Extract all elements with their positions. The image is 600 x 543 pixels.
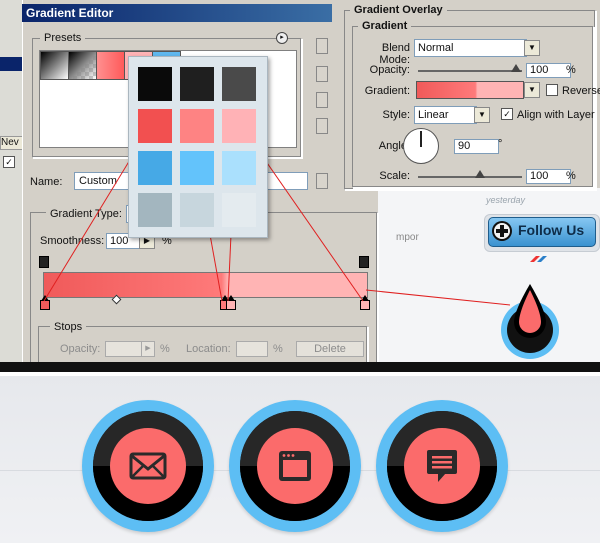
swatch-cell[interactable] — [138, 193, 172, 227]
preset-swatch[interactable] — [40, 51, 69, 80]
presets-menu-button[interactable]: ▸ — [276, 32, 288, 44]
section-divider — [0, 362, 600, 372]
stop-opacity-arrow[interactable]: ▶ — [141, 341, 155, 357]
stop-location-unit: % — [273, 343, 283, 355]
gradient-editor-title: Gradient Editor — [22, 4, 332, 22]
swatch-cell[interactable] — [180, 67, 214, 101]
align-with-layer-checkbox[interactable]: ✓ — [501, 108, 513, 120]
opacity-slider-thumb[interactable] — [511, 64, 521, 72]
opacity-stop-right[interactable] — [359, 256, 369, 268]
mail-icon — [129, 452, 167, 480]
color-stop-right[interactable] — [360, 295, 370, 310]
swatch-cell[interactable] — [180, 109, 214, 143]
stop-opacity-label: Opacity: — [60, 343, 101, 355]
blend-mode-select[interactable]: Normal — [414, 39, 527, 57]
angle-dial-needle — [420, 131, 422, 147]
load-button[interactable] — [316, 92, 328, 108]
background-window-checkbox[interactable]: ✓ — [3, 156, 15, 168]
opacity-stop-left[interactable] — [39, 256, 49, 268]
scale-slider-thumb[interactable] — [475, 170, 485, 178]
gradient-preview[interactable] — [416, 81, 524, 99]
swatch-cell[interactable] — [222, 67, 256, 101]
icon-center — [257, 428, 333, 504]
ok-button[interactable] — [316, 38, 328, 54]
gradient-overlay-title: Gradient Overlay — [350, 4, 447, 16]
gradient-label: Gradient: — [364, 85, 410, 97]
style-dropdown-icon[interactable]: ▼ — [474, 107, 490, 123]
new-button[interactable] — [316, 173, 328, 189]
scale-unit: % — [566, 170, 576, 182]
stops-label: Stops — [50, 321, 87, 333]
preset-swatch[interactable] — [96, 51, 125, 80]
presets-label: Presets — [40, 32, 86, 44]
scale-input[interactable]: 100 — [526, 169, 571, 184]
scale-label: Scale: — [379, 170, 410, 182]
angle-input[interactable]: 90 — [454, 139, 499, 154]
swatch-cell[interactable] — [138, 67, 172, 101]
swatch-cell[interactable] — [222, 151, 256, 185]
opacity-unit: % — [566, 64, 576, 76]
opacity-input[interactable]: 100 — [526, 63, 571, 78]
background-window-selection — [0, 57, 22, 71]
swatch-popup — [128, 56, 268, 238]
mail-icon-button[interactable] — [82, 400, 214, 532]
stop-opacity-unit: % — [160, 343, 170, 355]
delete-stop-button[interactable]: Delete — [296, 341, 364, 357]
reverse-checkbox[interactable] — [546, 84, 558, 96]
opacity-label: Opacity: — [369, 64, 410, 76]
cancel-button[interactable] — [316, 66, 328, 82]
gradient-bar[interactable] — [43, 272, 368, 298]
showcase-top-highlight — [0, 372, 600, 376]
stripe-decoration — [528, 254, 552, 262]
style-label: Style: — [382, 109, 410, 121]
connector-lines — [43, 121, 511, 306]
gradient-subgroup-title: Gradient — [358, 20, 412, 32]
color-stop-middle-2[interactable] — [226, 295, 236, 310]
swatch-cell[interactable] — [138, 109, 172, 143]
align-with-layer-label: Align with Layer — [517, 109, 595, 121]
browser-window-icon — [279, 451, 311, 481]
chat-icon-button[interactable] — [376, 400, 508, 532]
blend-mode-label: Blend Mode: — [379, 42, 410, 66]
gradient-dropdown-icon[interactable]: ▼ — [524, 82, 540, 98]
gradient-overlay-group — [344, 10, 596, 190]
angle-unit: ° — [498, 138, 503, 150]
stop-location-label: Location: — [186, 343, 231, 355]
swatch-cell[interactable] — [222, 109, 256, 143]
style-select[interactable]: Linear — [414, 106, 477, 124]
angle-dial[interactable] — [403, 128, 439, 164]
icon-center — [404, 428, 480, 504]
smoothness-label: Smoothness: — [40, 235, 105, 247]
background-window-tab[interactable]: Nev — [0, 136, 24, 150]
follow-us-label: Follow Us — [518, 222, 585, 238]
reverse-label: Reverse — [562, 85, 600, 97]
save-button[interactable] — [316, 118, 328, 134]
blend-mode-dropdown-icon[interactable]: ▼ — [524, 40, 540, 56]
timestamp-text: yesterday — [486, 195, 526, 205]
name-label: Name: — [30, 176, 63, 188]
droplet-icon — [500, 278, 560, 363]
scale-slider-track[interactable] — [418, 176, 522, 178]
swatch-cell[interactable] — [222, 193, 256, 227]
connector-line — [365, 289, 511, 306]
chat-bubble-icon — [427, 450, 457, 482]
icon-center — [110, 428, 186, 504]
opacity-slider-track[interactable] — [418, 70, 522, 72]
gradient-subgroup — [352, 26, 594, 188]
stop-location-input[interactable] — [236, 341, 268, 357]
browser-icon-button[interactable] — [229, 400, 361, 532]
swatch-cell[interactable] — [180, 151, 214, 185]
angle-label: Angle: — [378, 140, 410, 152]
color-stop-left[interactable] — [40, 295, 50, 310]
plus-icon — [492, 221, 512, 241]
partial-text: mpor — [396, 232, 419, 243]
swatch-cell[interactable] — [138, 151, 172, 185]
smoothness-unit: % — [162, 235, 172, 247]
swatch-cell[interactable] — [180, 193, 214, 227]
gradient-type-label: Gradient Type: — [46, 208, 126, 220]
